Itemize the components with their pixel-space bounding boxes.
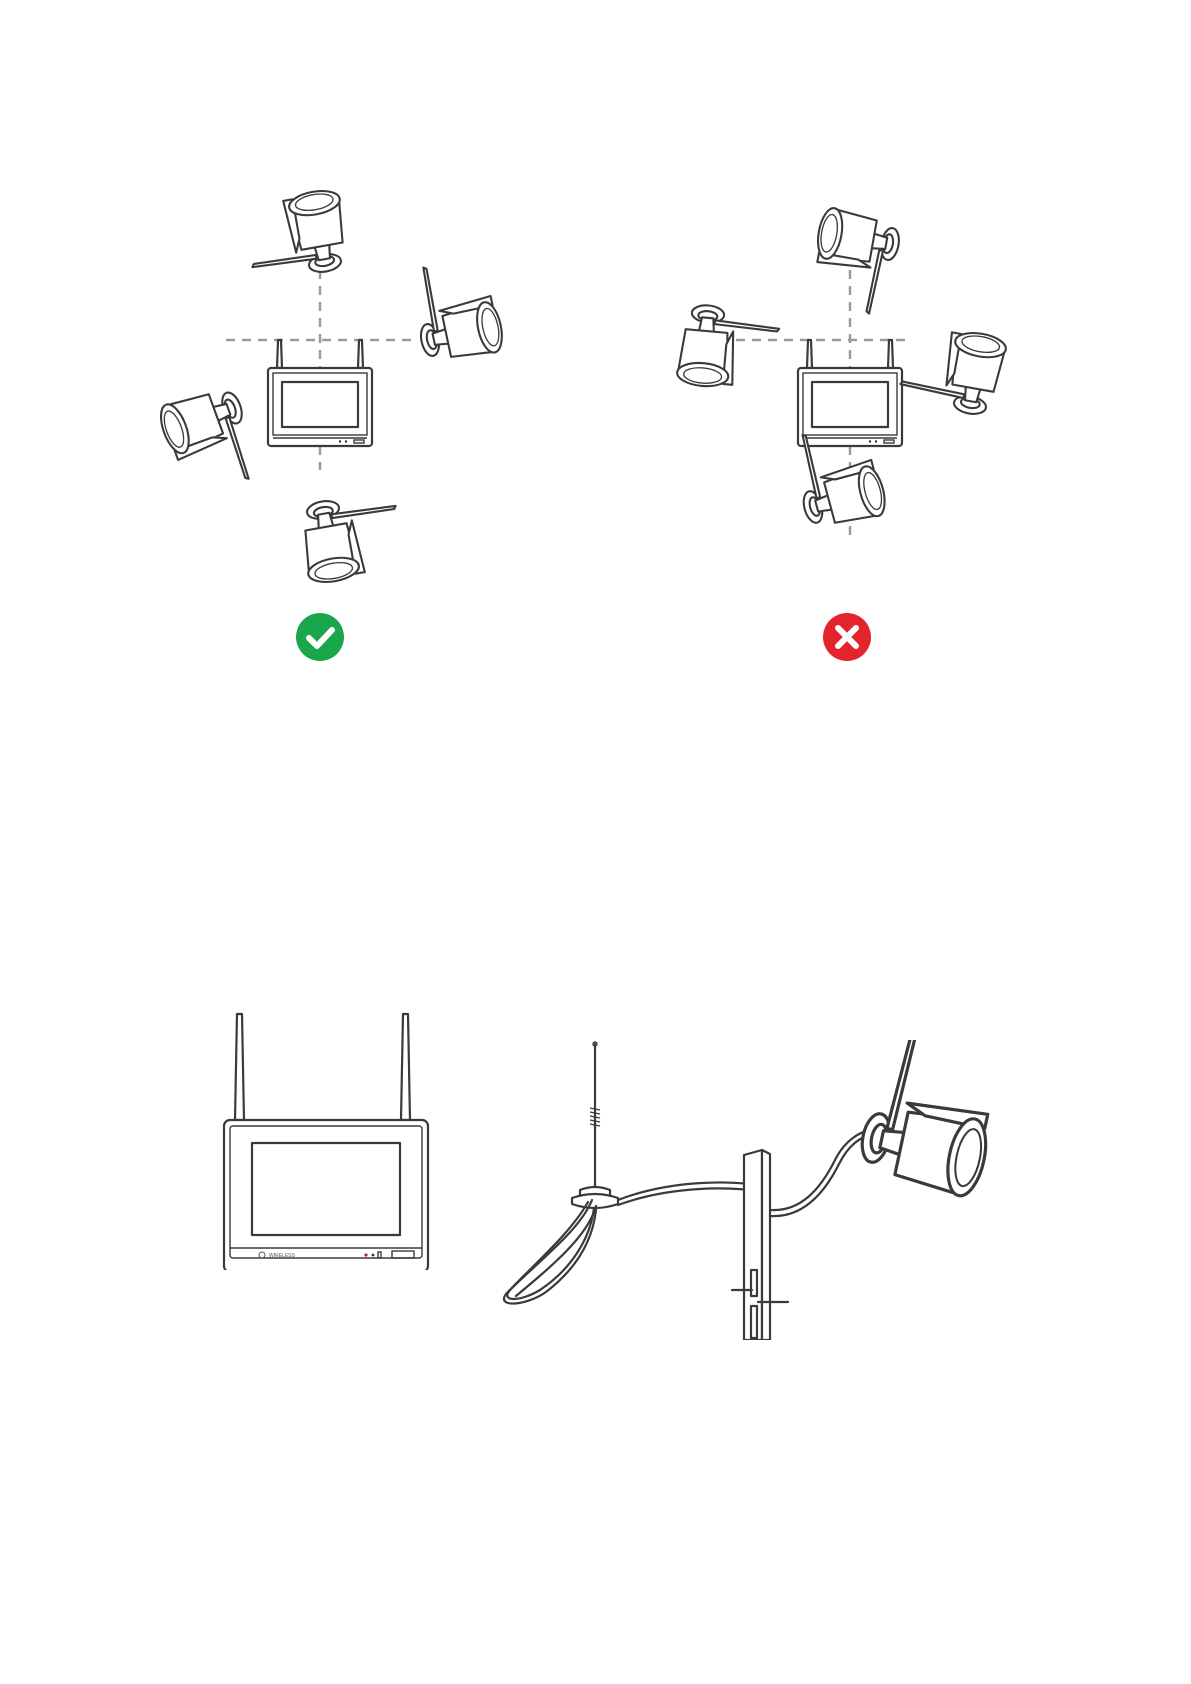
x-circle-icon <box>823 613 871 661</box>
camera-right-icon <box>407 254 506 367</box>
svg-text:WIRELESS: WIRELESS <box>269 1253 296 1259</box>
camera-left-icon <box>155 381 264 501</box>
camera-top-icon <box>241 187 351 284</box>
wall-icon <box>732 1130 872 1340</box>
bullet-camera-icon <box>855 1040 1007 1199</box>
correct-layout-diagram <box>130 170 530 670</box>
camera-bottom-icon <box>296 489 406 586</box>
incorrect-layout-diagram <box>640 170 1060 670</box>
check-circle-icon <box>296 613 344 661</box>
camera-left-icon <box>676 303 781 392</box>
camera-top-icon <box>806 206 903 316</box>
wireless-monitor-icon: WIRELESS <box>220 1010 440 1270</box>
antenna-extension-diagram <box>500 1040 1060 1340</box>
camera-right-icon <box>897 321 1007 418</box>
magnetic-antenna-icon <box>504 1042 762 1304</box>
